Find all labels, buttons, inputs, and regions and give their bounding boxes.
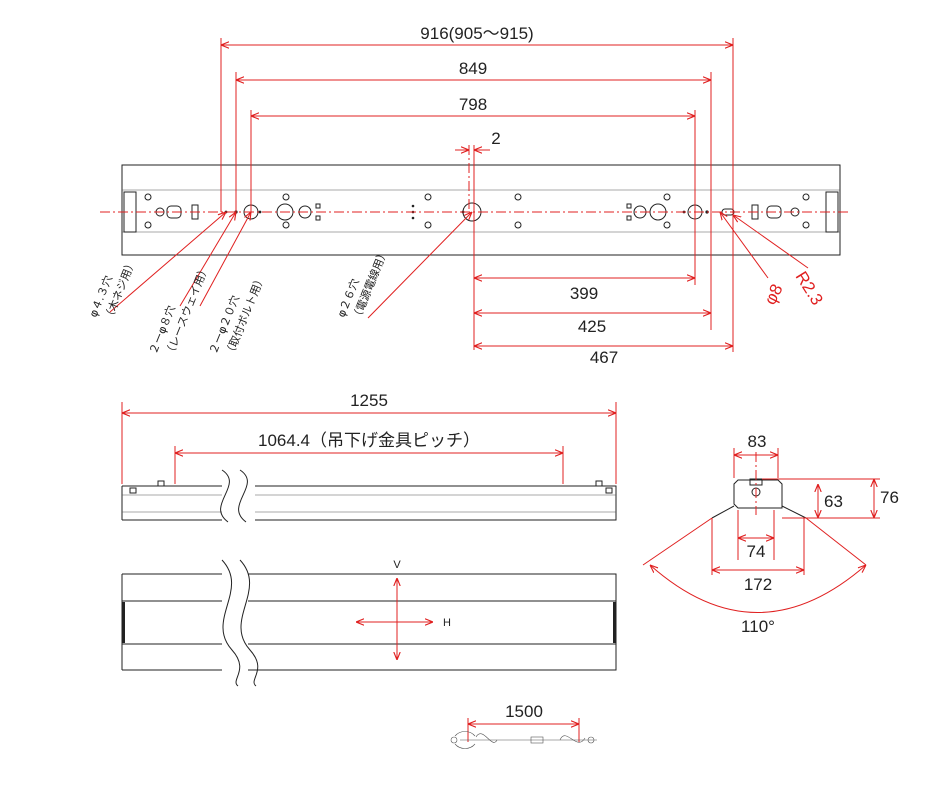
dim-74: 74 [738, 538, 774, 561]
h-axis-label: H [443, 617, 451, 629]
phi8-label: φ8 [761, 281, 787, 308]
dim-798-label: 798 [459, 95, 487, 114]
dim-74-label: 74 [747, 542, 766, 561]
dim-83: 83 [734, 432, 778, 455]
dim-2-label: 2 [491, 129, 500, 148]
dim-1064-label: 1064.4（吊下げ金具ピッチ） [258, 431, 480, 450]
dim-425: 425 [474, 313, 711, 336]
dim-172-label: 172 [744, 575, 772, 594]
dim-1255: 1255 [122, 391, 616, 413]
top-view-body [121, 164, 841, 256]
dim-849: 849 [236, 59, 711, 80]
dim-110-angle: 110° [650, 565, 866, 636]
dim-467-label: 467 [590, 348, 618, 367]
section-view: 83 63 76 74 172 110° [642, 432, 899, 636]
note-wood-screw: φ４.３穴 （木ネジ用） [86, 257, 139, 323]
dim-916: 916(905〜915) [221, 24, 733, 45]
dim-849-label: 849 [459, 59, 487, 78]
dim-399-label: 399 [570, 284, 598, 303]
v-axis-label: V [393, 559, 401, 571]
dim-425-label: 425 [578, 317, 606, 336]
dim-83-label: 83 [748, 432, 767, 451]
dim-1064: 1064.4（吊下げ金具ピッチ） [175, 431, 563, 453]
dim-467: 467 [474, 346, 733, 367]
bottom-view: V H [121, 559, 617, 687]
dim-916-label: 916(905〜915) [420, 24, 533, 43]
dim-798: 798 [251, 95, 695, 116]
hanging-wire: 1500 [450, 702, 597, 749]
dim-76-label: 76 [880, 488, 899, 507]
dim-63-label: 63 [824, 492, 843, 511]
dim-110-label: 110° [741, 617, 775, 636]
top-view: 916(905〜915) 849 798 2 399 425 467 [86, 24, 850, 367]
dim-399: 399 [474, 278, 695, 303]
note-bolt: ２ーφ２０穴 （取付ボルト用） [206, 273, 268, 359]
wire-length-label: 1500 [505, 702, 543, 721]
dim-63: 63 [818, 484, 843, 518]
dim-76: 76 [874, 479, 899, 518]
dim-2: 2 [455, 129, 501, 150]
side-view: 1255 1064.4（吊下げ金具ピッチ） [121, 391, 617, 523]
r23-label: R2.3 [792, 268, 827, 309]
note-power: φ２６穴 （電源電線用） [334, 246, 391, 323]
dim-172: 172 [712, 570, 804, 594]
dim-1255-label: 1255 [350, 391, 388, 410]
note-raceway: ２ーφ８穴 （レースウェイ用） [146, 263, 212, 359]
